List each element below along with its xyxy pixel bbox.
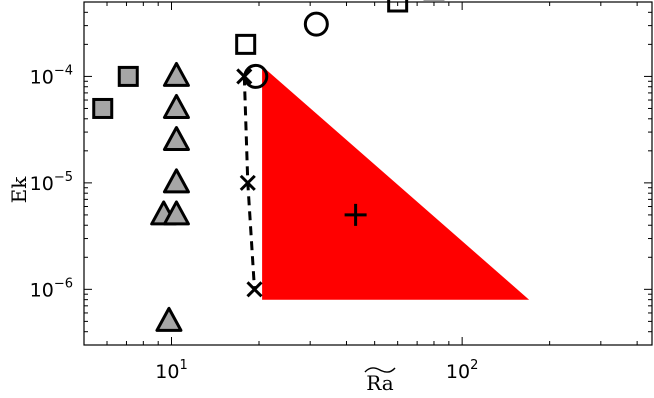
plus-marker <box>344 203 367 226</box>
triangle-up-marker <box>162 168 190 194</box>
square-marker <box>235 33 257 55</box>
x-marker <box>246 281 263 298</box>
circle-marker <box>303 11 329 37</box>
triangle-up-marker <box>162 126 190 152</box>
triangle-up-marker <box>162 61 190 87</box>
x-marker <box>239 174 256 191</box>
red-region <box>262 66 530 300</box>
x-tick-label: 102 <box>446 358 478 383</box>
y-axis-label: Ek <box>7 176 31 204</box>
x-axis-label: Ra <box>366 371 394 395</box>
y-tick-label: 10−6 <box>30 276 73 301</box>
triangle-up-marker <box>162 93 190 119</box>
triangle-up-marker <box>155 306 183 332</box>
x-tick-label: 101 <box>155 358 187 383</box>
y-tick-label: 10−4 <box>30 63 73 88</box>
triangle-up-marker <box>162 200 190 226</box>
y-tick-label: 10−5 <box>30 170 73 195</box>
region-layer <box>262 66 530 300</box>
square-marker <box>92 97 114 119</box>
marker-layer <box>92 0 445 332</box>
label-layer: Ra Ek <box>7 176 396 395</box>
axes-frame <box>83 1 653 346</box>
x-axis-label-tilde <box>364 367 396 373</box>
square-marker <box>117 65 139 87</box>
circle-marker <box>243 63 269 89</box>
